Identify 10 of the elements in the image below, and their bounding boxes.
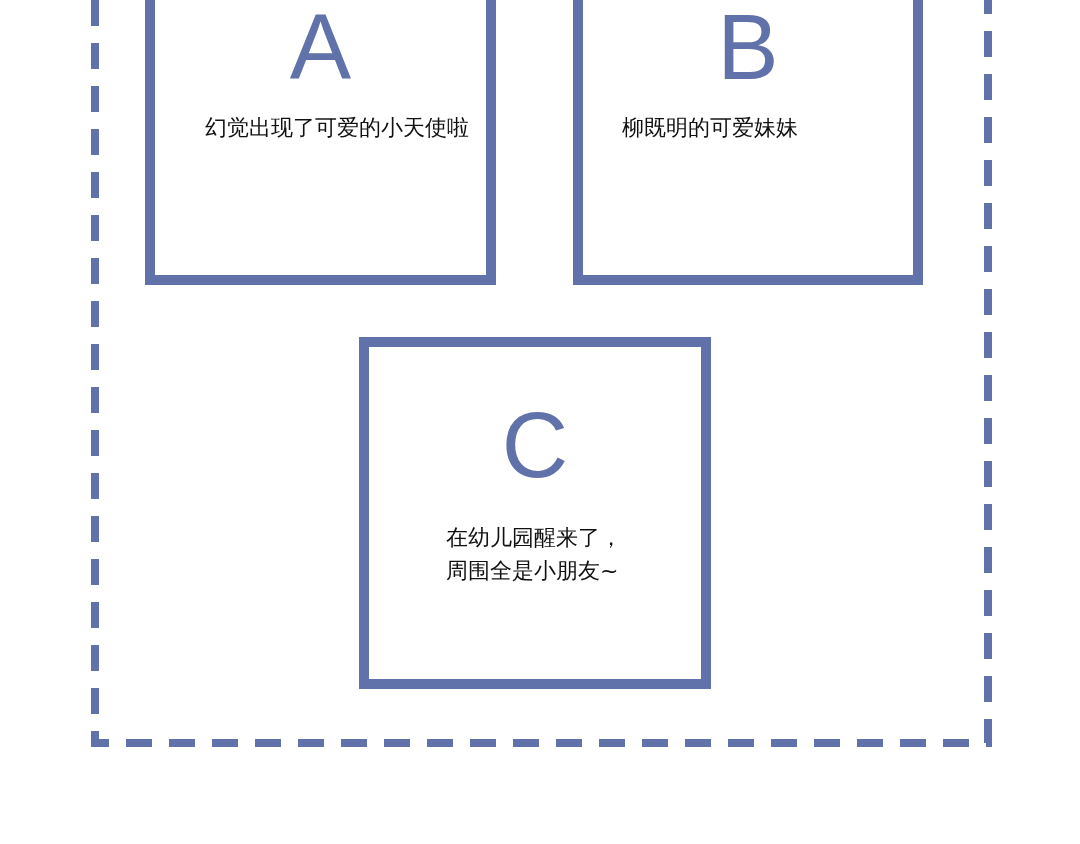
dashed-frame	[91, 0, 992, 747]
panel-caption: 幻觉出现了可爱的小天使啦	[205, 114, 470, 142]
panel-caption: 在幼儿园醒来了，周围全是小朋友~	[446, 524, 623, 585]
panel-letter: B	[717, 1, 779, 93]
panel-frame	[145, 0, 496, 285]
panel-caption: 柳既明的可爱妹妹	[622, 114, 799, 142]
panel-letter: C	[501, 399, 569, 491]
panel-frame	[359, 337, 711, 689]
panel-frame	[573, 0, 923, 285]
panel-letter: A	[289, 1, 352, 93]
